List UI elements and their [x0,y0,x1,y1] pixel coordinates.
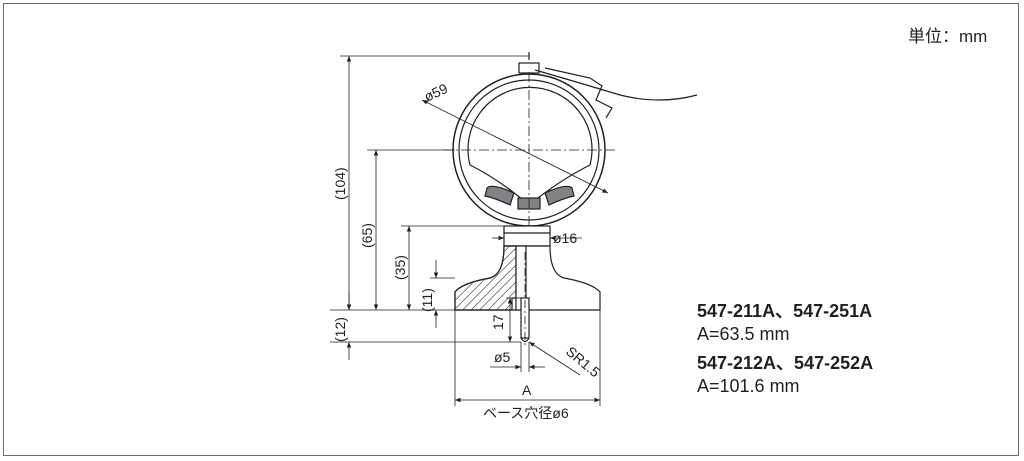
model-spec-1: A=63.5 mm [697,324,790,344]
drawing-frame [3,3,1019,456]
base-section-hatch [454,245,517,311]
model-codes-1: 547-211A、547-251A [697,301,873,321]
top-cap [518,62,540,74]
dim-rod-below-base: (12) [332,317,348,342]
dim-tip-radius: SR1.5 [563,343,603,380]
unit-label: 単位：mm [908,27,988,46]
dim-base-width: A [522,382,532,398]
dim-dial-diameter: ø59 [422,80,451,105]
dim-stem-diameter: ø16 [553,230,577,246]
dimension-lines [330,55,609,406]
dim-dial-center-height: (65) [359,223,375,248]
dim-rod-diameter: ø5 [494,349,511,365]
gauge-body [443,52,698,345]
dim-base-height: (11) [419,288,435,312]
model-codes-2: 547-212A、547-252A [697,353,874,373]
lifting-lever [544,67,613,119]
model-spec-2: A=101.6 mm [697,376,800,396]
dim-rod-length: 17 [490,314,506,330]
model-list: 547-211A、547-251A A=63.5 mm 547-212A、547… [697,300,873,398]
stem [503,225,551,247]
lifting-cable [534,69,698,101]
contact-tip [520,337,530,343]
dim-stem-top-height: (35) [392,255,408,280]
dim-overall-height: (104) [332,167,348,200]
dim-base-hole: ベース穴径ø6 [483,405,569,421]
